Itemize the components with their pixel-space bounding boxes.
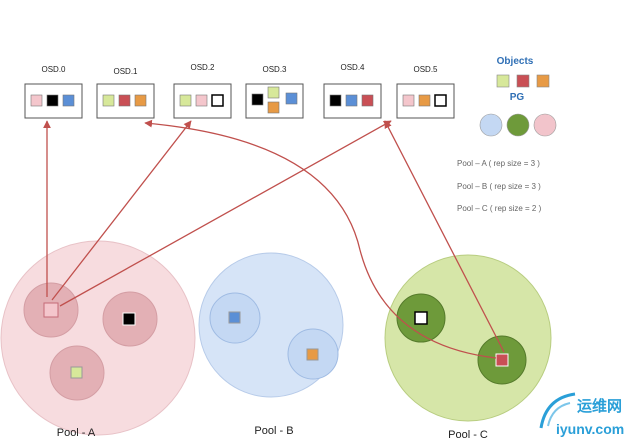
legend-pool-b-rep: Pool – B ( rep size = 3 ) [457,182,541,191]
osd-4-object-blue [345,94,358,107]
watermark: 运维网 iyunv.com [539,392,624,437]
osd-0-object-blue [62,94,75,107]
watermark-swoosh-icon [539,392,576,429]
pool-a-object-green [70,366,83,379]
pool-b: Pool - B [198,252,344,437]
arrow-pool-a-to-osd5 [59,120,392,307]
osd-1-object-orange [134,94,147,107]
arrow-pool-c-to-osd1 [144,119,497,359]
osd-0: OSD.0 [24,65,83,119]
osd-2-object-white [211,94,224,107]
osd-2-object-green [179,94,192,107]
osd-3-object-green [267,86,280,99]
osd-4: OSD.4 [323,63,382,119]
osd-0-object-black [46,94,59,107]
osd-5-object-orange [418,94,431,107]
osd-5-object-pink [402,94,415,107]
pool-c-label: Pool - C [448,429,488,441]
osd-2-label: OSD.2 [190,63,215,72]
pool-a-object-pink [43,302,59,318]
pool-c-object-red [495,353,509,367]
watermark-url: iyunv.com [556,421,624,437]
legend-pool-c-rep: Pool – C ( rep size = 2 ) [457,204,542,213]
legend-object-red [516,74,530,88]
legend: Objects PG Pool – A ( rep size = 3 ) Poo… [457,56,557,213]
watermark-swoosh-inner-icon [547,402,571,427]
osd-3: OSD.3 [245,65,304,119]
osd-3-object-orange [267,101,280,114]
osd-4-object-red [361,94,374,107]
pool-c-object-white [414,311,428,325]
legend-object-swatches [496,74,550,88]
legend-pg-pink [533,113,557,137]
legend-pg-swatches [479,113,557,137]
watermark-cn: 运维网 [577,397,622,415]
arrows [43,119,505,359]
osd-3-label: OSD.3 [262,65,287,74]
osd-3-object-black [251,93,264,106]
legend-pg-green [506,113,530,137]
osd-5: OSD.5 [396,65,455,119]
pool-a-circle [0,240,196,436]
arrow-pool-a-to-osd2 [51,120,192,301]
pool-b-object-orange [306,348,319,361]
osd-1: OSD.1 [96,67,155,119]
osd-0-label: OSD.0 [41,65,66,74]
pool-a-object-black [122,312,136,326]
osd-4-object-black [329,94,342,107]
osd-1-label: OSD.1 [113,67,138,76]
osd-2-object-pink [195,94,208,107]
legend-objects-title: Objects [497,56,534,67]
pool-b-label: Pool - B [254,425,293,437]
arrow-pool-c-to-osd4 [384,120,505,353]
legend-pool-a-rep: Pool – A ( rep size = 3 ) [457,159,540,168]
pool-b-object-blue [228,311,241,324]
osd-3-object-blue [285,92,298,105]
legend-object-orange [536,74,550,88]
osd-1-object-green [102,94,115,107]
legend-object-green [496,74,510,88]
pool-c: Pool - C [384,254,552,441]
osd-4-label: OSD.4 [340,63,365,72]
legend-pg-title: PG [510,92,525,103]
osd-0-object-pink [30,94,43,107]
osd-2: OSD.2 [173,63,232,119]
pool-a: Pool - A [0,240,196,439]
osd-row: OSD.0 OSD.1 OSD.2 OSD.3 OSD.4 OSD.5 [24,63,455,119]
legend-pg-blue [479,113,503,137]
osd-5-label: OSD.5 [413,65,438,74]
osd-5-object-white [434,94,447,107]
osd-1-object-red [118,94,131,107]
pool-a-label: Pool - A [57,427,96,439]
